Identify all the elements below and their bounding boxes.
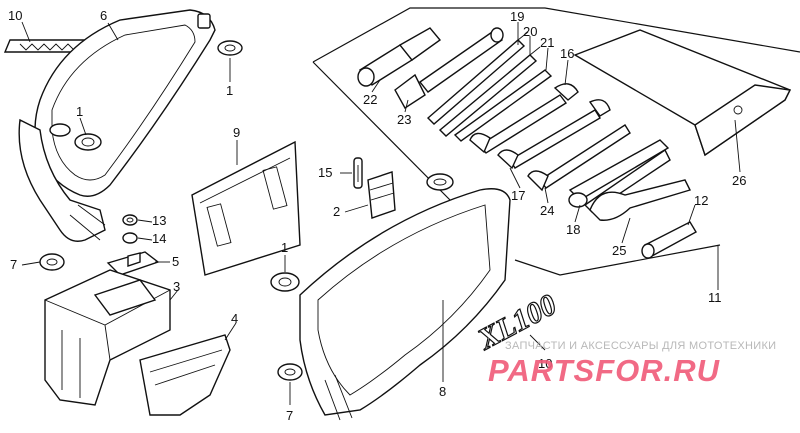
callout-21: 21 — [540, 35, 554, 50]
grommet-1-top — [217, 40, 243, 56]
watermark-logo: PARTSFOR.RU — [488, 353, 721, 388]
callout-1: 1 — [226, 83, 233, 98]
callout-19: 19 — [510, 9, 524, 24]
callout-1: 1 — [281, 240, 288, 255]
socket-22 — [357, 27, 442, 87]
callout-10: 10 — [538, 356, 552, 371]
tool-bag-26 — [573, 29, 792, 157]
callout-22: 22 — [363, 92, 377, 107]
tool-case-3 — [44, 269, 171, 406]
callout-23: 23 — [397, 112, 411, 127]
callout-15: 15 — [318, 165, 332, 180]
callout-2: 2 — [333, 204, 340, 219]
fuse-15 — [353, 157, 363, 189]
callout-25: 25 — [612, 243, 626, 258]
holder-2 — [367, 171, 396, 219]
box-wrench-23 — [394, 27, 504, 109]
wrench-16 — [469, 83, 579, 154]
nut-13 — [122, 214, 138, 226]
handle-21 — [453, 69, 553, 142]
washer-14 — [122, 232, 138, 244]
callout-labels: 10 6 1 1 9 13 14 5 7 3 4 15 2 1 7 8 10 1… — [8, 8, 746, 423]
callout-9: 9 — [233, 125, 240, 140]
screwdriver-19 — [426, 31, 529, 125]
callout-18: 18 — [566, 222, 580, 237]
screwdriver-20 — [438, 46, 541, 137]
callout-17: 17 — [511, 188, 525, 203]
leader-lines — [21, 21, 741, 405]
callout-5: 5 — [172, 254, 179, 269]
callout-14: 14 — [152, 231, 166, 246]
callout-11: 11 — [708, 290, 722, 305]
callout-20: 20 — [523, 24, 537, 39]
hook-spanner-25 — [589, 179, 691, 221]
callout-13: 13 — [152, 213, 166, 228]
socket-12 — [641, 221, 697, 259]
wrench-17 — [497, 99, 611, 170]
callout-24: 24 — [540, 203, 554, 218]
callout-3: 3 — [173, 279, 180, 294]
callout-6: 6 — [100, 8, 107, 23]
callout-8: 8 — [439, 384, 446, 399]
toolkit-outline-bottom — [514, 244, 721, 276]
callout-1: 1 — [76, 104, 83, 119]
right-side-cover-8 — [299, 188, 511, 421]
watermark-caption: ЗАПЧАСТИ И АКСЕССУАРЫ ДЛЯ МОТОТЕХНИКИ — [505, 340, 777, 352]
callout-4: 4 — [231, 311, 238, 326]
callout-10: 10 — [8, 8, 22, 23]
sheet-9 — [191, 140, 301, 276]
wrench-24 — [527, 124, 631, 192]
callout-16: 16 — [560, 46, 574, 61]
grommet-7-left — [39, 253, 65, 271]
grommet-7-bottom — [277, 363, 303, 381]
rubber-cover-4 — [139, 334, 231, 416]
toolkit-outline — [312, 7, 800, 63]
callout-7: 7 — [286, 408, 293, 423]
toolkit-outline-left — [312, 61, 451, 201]
grommet-1-center — [426, 173, 454, 191]
grommet-1-lower — [270, 272, 300, 292]
callout-7: 7 — [10, 257, 17, 272]
callout-12: 12 — [694, 193, 708, 208]
callout-26: 26 — [732, 173, 746, 188]
left-side-cover-6 — [18, 9, 216, 242]
